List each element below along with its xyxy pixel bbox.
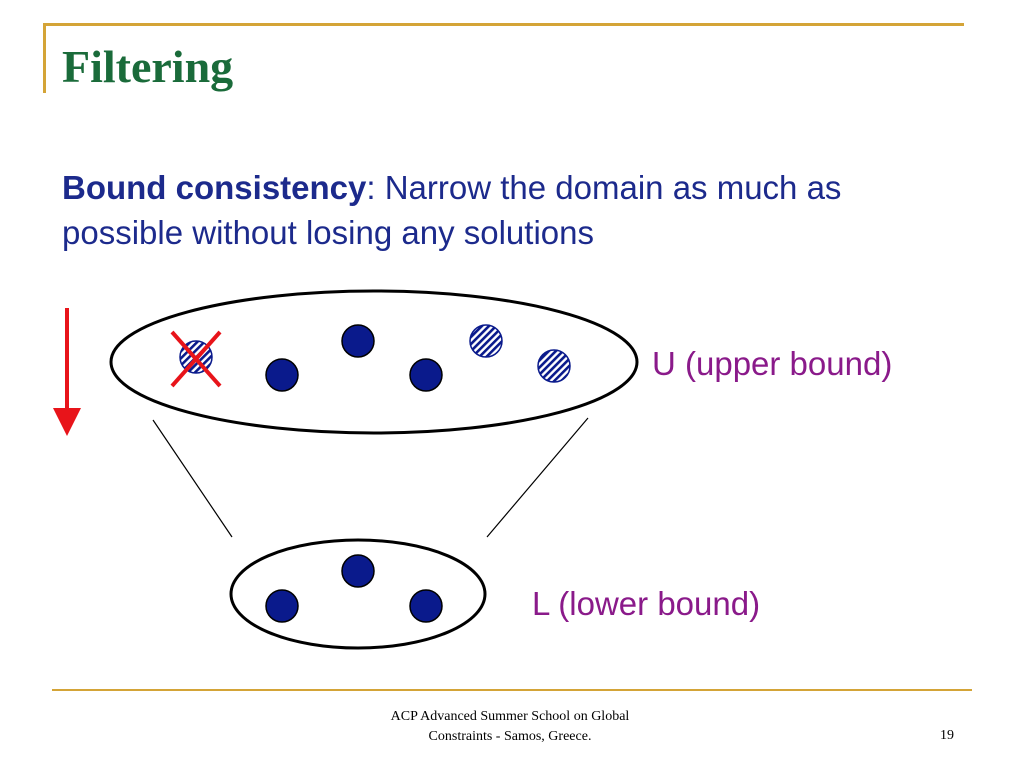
top-frame-line bbox=[43, 23, 964, 26]
upper-set-ellipse bbox=[109, 289, 639, 435]
connector-left bbox=[152, 419, 233, 538]
body-term: Bound consistency bbox=[62, 169, 367, 206]
footer-line-2: Constraints - Samos, Greece. bbox=[428, 729, 592, 744]
slide-body: Bound consistency: Narrow the domain as … bbox=[62, 165, 962, 255]
footer-divider bbox=[52, 689, 972, 691]
connector-right bbox=[486, 417, 589, 538]
footer-caption: ACP Advanced Summer School on Global Con… bbox=[350, 707, 670, 747]
solid-dot bbox=[341, 324, 375, 358]
slide-title: Filtering bbox=[62, 41, 234, 92]
solid-dot bbox=[409, 358, 443, 392]
hatched-dot bbox=[537, 349, 571, 383]
down-arrow bbox=[53, 308, 81, 436]
removed-cross-icon bbox=[170, 330, 222, 388]
body-definition: : Narrow the domain as much as possible … bbox=[62, 169, 842, 251]
lower-set-ellipse bbox=[229, 538, 487, 650]
upper-bound-label: U (upper bound) bbox=[652, 345, 893, 382]
solid-dot bbox=[341, 554, 375, 588]
solid-dot bbox=[409, 589, 443, 623]
lower-bound-label: L (lower bound) bbox=[532, 585, 761, 622]
footer-line-1: ACP Advanced Summer School on Global bbox=[390, 709, 630, 724]
solid-dot bbox=[265, 589, 299, 623]
page-number: 19 bbox=[940, 728, 954, 743]
solid-dot bbox=[265, 358, 299, 392]
left-frame-line bbox=[43, 23, 46, 93]
hatched-dot bbox=[469, 324, 503, 358]
